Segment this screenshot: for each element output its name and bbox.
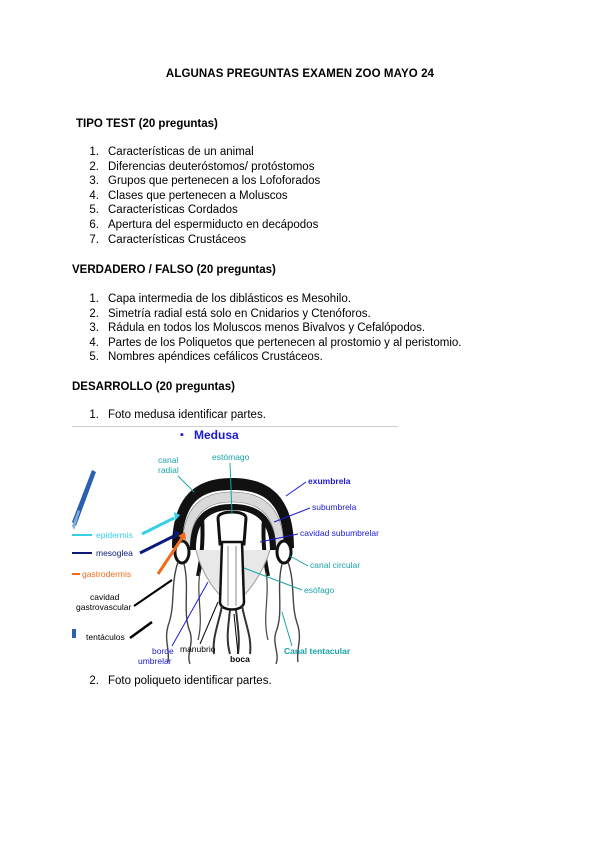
oral-arm <box>212 605 223 655</box>
figure-title: Medusa <box>194 428 239 442</box>
list-item: 1.Capa intermedia de los diblásticos es … <box>89 293 351 305</box>
label-epidermis: epidermis <box>96 530 133 540</box>
list-item: 2.Diferencias deuteróstomos/ protóstomos <box>89 160 315 173</box>
desarrollo-list: 1.Foto medusa identificar partes. <box>81 408 266 423</box>
list-item: 7.Características Crustáceos <box>89 233 247 246</box>
label-borde-1: borde <box>152 646 174 656</box>
list-item: 2.Foto poliqueto identificar partes. <box>89 675 272 687</box>
list-item: 5.Características Cordados <box>89 204 238 217</box>
section-heading-verdadero-falso: VERDADERO / FALSO (20 preguntas) <box>72 264 276 276</box>
list-item: 3.Rádula en todos los Moluscos menos Biv… <box>89 322 426 335</box>
figure-bullet: ▪ <box>180 429 184 441</box>
label-gastrodermis: gastrodermis <box>82 569 131 579</box>
arrow-gastrodermis <box>156 537 184 575</box>
label-tentaculos: tentáculos <box>86 632 125 642</box>
bell-outer <box>172 478 294 550</box>
label-borde-2: umbrelar <box>138 656 172 666</box>
list-item: 6.Apertura del espermiducto en decápodos <box>89 218 319 231</box>
label-esofago: esófago <box>304 585 335 595</box>
label-mesoglea: mesoglea <box>96 548 133 558</box>
page-title: ALGUNAS PREGUNTAS EXAMEN ZOO MAYO 24 <box>165 68 435 80</box>
manubrium <box>218 540 246 611</box>
label-exumbrela: exumbrela <box>308 476 351 486</box>
section-heading-desarrollo: DESARROLLO (20 preguntas) <box>72 381 235 393</box>
list-item: 1.Foto medusa identificar partes. <box>89 409 266 421</box>
tentacle <box>165 561 179 663</box>
list-item: 5.Nombres apéndices cefálicos Crustáceos… <box>89 351 323 364</box>
label-estomago: estómago <box>212 452 250 462</box>
circular-canal-left <box>173 539 191 565</box>
label-cavidad-subumbrelar: cavidad subumbrelar <box>300 528 379 538</box>
label-canal-radial-2: radial <box>158 465 179 475</box>
desarrollo-list-continued: 2.Foto poliqueto identificar partes. <box>81 674 272 689</box>
list-item: 3.Grupos que pertenecen a los Lofoforado… <box>89 175 321 188</box>
label-boca: boca <box>230 654 250 664</box>
label-canal-circular: canal circular <box>310 560 360 570</box>
label-cavidad-2: gastrovascular <box>76 602 131 612</box>
arrow-epidermis <box>141 516 175 536</box>
tipo-test-list: 1.Características de un animal 2.Diferen… <box>81 145 320 247</box>
list-item: 4.Clases que pertenecen a Moluscos <box>89 189 288 202</box>
circular-canal-right <box>275 539 293 565</box>
stomach-cavity <box>216 510 248 546</box>
label-canal-radial-1: canal <box>158 455 178 465</box>
label-cavidad-1: cavidad <box>90 592 120 602</box>
label-subumbrela: subumbrela <box>312 502 357 512</box>
medusa-diagram: ▪ Medusa canal radial estómago canal cir… <box>72 426 398 666</box>
list-item: 4.Partes de los Poliquetos que pertenece… <box>89 336 462 349</box>
arrow-mesoglea <box>139 534 175 555</box>
label-canal-tentacular: Canal tentacular <box>284 646 351 656</box>
section-heading-tipo-test: TIPO TEST (20 preguntas) <box>76 118 218 130</box>
list-item: 2.Simetría radial está solo en Cnidarios… <box>89 307 371 320</box>
verdadero-falso-list: 1.Capa intermedia de los diblásticos es … <box>81 292 462 365</box>
edge-mark <box>72 629 76 638</box>
list-item: 1.Características de un animal <box>89 146 254 158</box>
label-manubrio: manubrio <box>180 644 216 654</box>
